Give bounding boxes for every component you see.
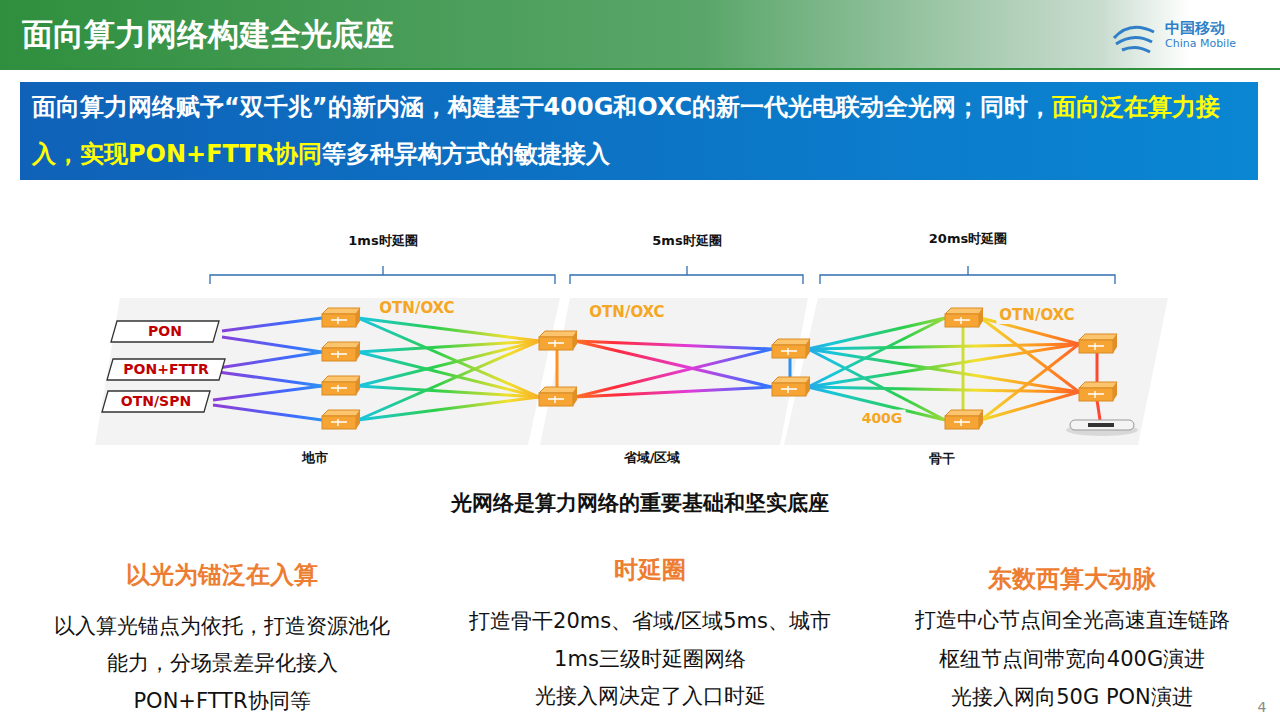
region-label: 骨干 bbox=[929, 451, 955, 467]
fiber-line bbox=[222, 337, 322, 352]
banner-text: 面向算力网络赋予“双千兆”的新内涵，构建基于400G和OXC的新一代光电联动全光… bbox=[32, 93, 1052, 121]
router-icon bbox=[772, 377, 810, 396]
router-icon bbox=[1079, 382, 1117, 401]
fiber-line bbox=[808, 344, 1079, 349]
logo-symbol bbox=[1114, 27, 1154, 52]
column-heading: 东数西算大动脉 bbox=[988, 565, 1156, 594]
router-icon bbox=[772, 339, 810, 358]
column-text: 打造骨干20ms、省域/区域5ms、城市 bbox=[469, 609, 831, 634]
title-bar bbox=[0, 0, 1280, 70]
logo-text: 中国移动 bbox=[1165, 19, 1225, 37]
fiber-line bbox=[575, 387, 772, 397]
router-icon bbox=[945, 308, 983, 327]
fiber-line bbox=[213, 386, 322, 400]
fiber-line bbox=[808, 349, 1079, 392]
latency-label: 5ms时延圈 bbox=[652, 233, 721, 249]
fiber-line bbox=[962, 326, 965, 412]
fiber-line bbox=[1097, 400, 1100, 420]
router-icon bbox=[322, 376, 360, 395]
fiber-line bbox=[808, 387, 1079, 392]
column-heading: 时延圈 bbox=[614, 556, 686, 585]
fiber-line bbox=[358, 352, 539, 397]
region-label: 省域/区域 bbox=[624, 450, 681, 466]
column-text: 能力，分场景差异化接入 bbox=[107, 651, 338, 676]
column-text: PON+FTTR协同等 bbox=[133, 689, 310, 714]
banner-text: 等多种异构方式的敏捷接入 bbox=[322, 140, 610, 168]
access-box: OTN/SPN bbox=[101, 390, 211, 413]
access-box: PON+FTTR bbox=[106, 358, 226, 381]
fiber-line bbox=[358, 397, 539, 420]
bracket bbox=[210, 266, 1115, 284]
column-heading: 以光为锚泛在入算 bbox=[126, 561, 318, 590]
column-text: 打造中心节点间全光高速直连链路 bbox=[915, 608, 1230, 633]
fiber-line bbox=[218, 352, 322, 368]
fiber-line bbox=[358, 386, 539, 397]
fiber-line bbox=[218, 372, 322, 386]
access-label: PON bbox=[110, 320, 220, 343]
router-icon bbox=[1079, 334, 1117, 353]
fiber-line bbox=[358, 341, 539, 420]
router-icon bbox=[539, 331, 577, 350]
banner-box: 面向算力网络赋予“双千兆”的新内涵，构建基于400G和OXC的新一代光电联动全光… bbox=[20, 82, 1258, 180]
router-icons bbox=[322, 308, 1117, 429]
diagram-caption: 光网络是算力网络的重要基础和坚实底座 bbox=[451, 489, 829, 517]
fiber-line bbox=[981, 344, 1079, 420]
access-label: PON+FTTR bbox=[106, 358, 226, 381]
page-title: 面向算力网络构建全光底座 bbox=[22, 14, 394, 56]
rate-label: 400G bbox=[859, 410, 906, 427]
fiber-line bbox=[789, 357, 792, 379]
fiber-line bbox=[808, 344, 1079, 387]
tech-label: OTN/OXC bbox=[586, 303, 667, 321]
fiber-line bbox=[222, 318, 322, 331]
region-ground bbox=[95, 298, 1168, 445]
access-box: PON bbox=[110, 320, 220, 343]
fiber-line bbox=[575, 341, 772, 387]
column-text: 以入算光锚点为依托，打造资源池化 bbox=[54, 614, 390, 639]
page-number: 4 bbox=[1258, 699, 1267, 716]
router-icon bbox=[322, 342, 360, 361]
column-text: 枢纽节点间带宽向400G演进 bbox=[939, 647, 1205, 672]
fiber-line bbox=[575, 349, 772, 397]
fiber-lines bbox=[213, 318, 1100, 420]
router-icon bbox=[539, 387, 577, 406]
server-icon bbox=[1066, 420, 1138, 436]
column-text: 光接入网向50G PON演进 bbox=[951, 685, 1193, 710]
fiber-line bbox=[358, 318, 539, 397]
router-icon bbox=[322, 410, 360, 429]
logo-text: China Mobile bbox=[1165, 37, 1236, 50]
router-icon bbox=[945, 410, 983, 429]
latency-label: 20ms时延圈 bbox=[929, 231, 1007, 247]
fiber-line bbox=[213, 405, 322, 420]
title-rule bbox=[0, 68, 1280, 70]
banner-ground bbox=[20, 82, 1258, 180]
tech-label: OTN/OXC bbox=[996, 306, 1077, 324]
fiber-line bbox=[556, 349, 559, 389]
latency-label: 1ms时延圈 bbox=[348, 233, 417, 249]
fiber-line bbox=[981, 392, 1079, 420]
fiber-line bbox=[808, 318, 945, 349]
tech-label: OTN/OXC bbox=[376, 299, 457, 317]
region-label: 地市 bbox=[302, 450, 328, 466]
access-label: OTN/SPN bbox=[101, 390, 211, 413]
column-text: 1ms三级时延圈网络 bbox=[554, 647, 746, 672]
column-text: 光接入网决定了入口时延 bbox=[535, 684, 766, 709]
fiber-line bbox=[1096, 352, 1099, 384]
router-icon bbox=[322, 308, 360, 327]
